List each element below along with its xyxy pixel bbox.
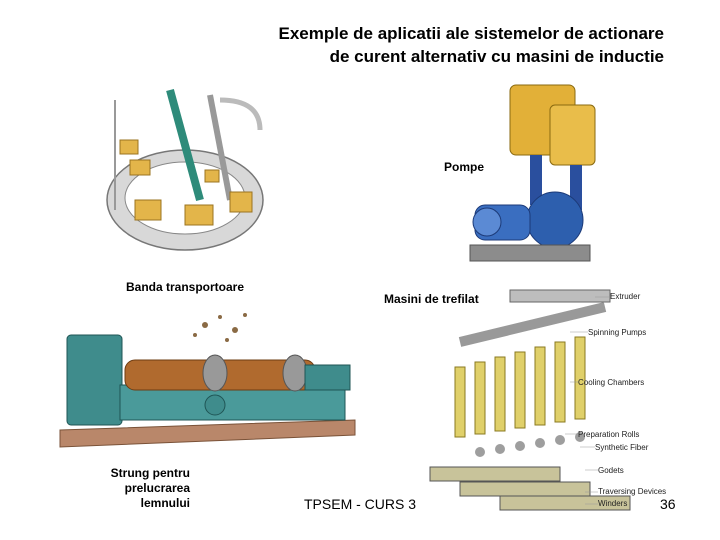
slide-title: Exemple de aplicatii ale sistemelor de a… — [204, 22, 664, 68]
caption-wire-machines: Masini de trefilat — [384, 292, 479, 306]
label-cooling-chambers: Cooling Chambers — [578, 378, 644, 387]
caption-lathe-line-2: prelucrarea lemnului — [124, 481, 190, 510]
label-synthetic-fiber: Synthetic Fiber — [595, 443, 649, 452]
label-godets: Godets — [598, 466, 624, 475]
label-extruder: Extruder — [610, 292, 641, 301]
caption-lathe: Strung pentru prelucrarea lemnului — [72, 466, 190, 511]
page-number: 36 — [660, 496, 676, 512]
label-spinning-pumps: Spinning Pumps — [588, 328, 646, 337]
label-traversing-devices: Traversing Devices — [598, 487, 666, 496]
caption-pump: Pompe — [444, 160, 485, 174]
title-line-2: de curent alternativ cu masini de induct… — [329, 47, 664, 66]
lathe-illustration — [59, 313, 356, 448]
label-preparation-rolls: Preparation Rolls — [578, 430, 639, 439]
caption-conveyor: Banda transportoare — [126, 280, 245, 294]
fiber-machine-illustration: Extruder Spinning Pumps Cooling Chambers… — [429, 289, 666, 511]
title-line-1: Exemple de aplicatii ale sistemelor de a… — [278, 24, 664, 43]
label-winders: Winders — [598, 499, 627, 508]
caption-lathe-line-1: Strung pentru — [110, 466, 190, 480]
conveyor-illustration — [106, 88, 264, 251]
footer-course: TPSEM - CURS 3 — [304, 496, 417, 512]
pump-illustration — [469, 84, 596, 262]
